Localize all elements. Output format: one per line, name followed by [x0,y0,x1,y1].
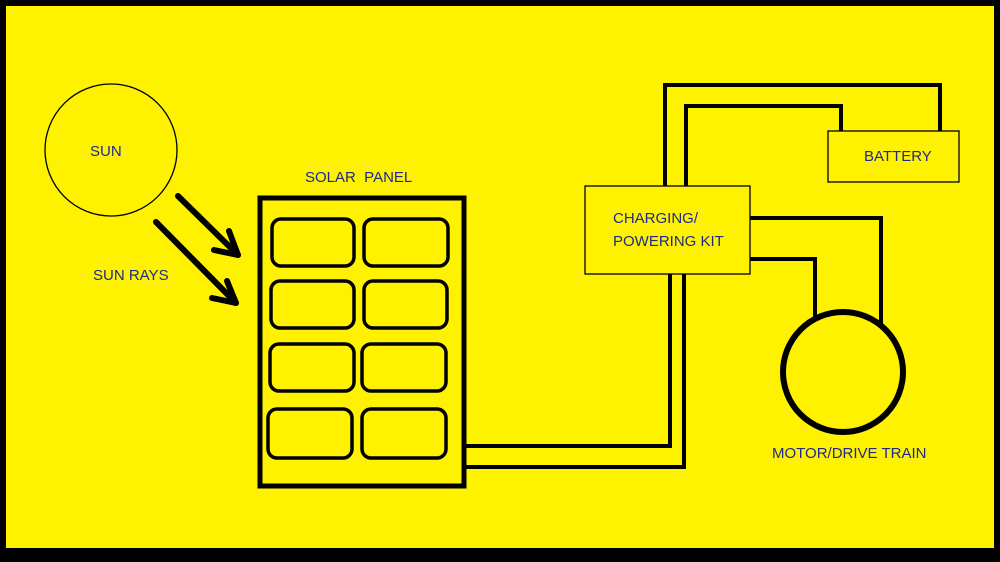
ray-arrowhead-2 [209,278,239,306]
panel-cell [269,279,356,330]
ray-arrow-1 [175,193,241,258]
ray-arrow-2 [153,219,239,306]
wire-panel-to-kit-b [464,273,686,469]
sun-label: SUN [90,143,122,160]
bottom-strip [0,551,1000,562]
charging-kit-box [584,185,751,275]
motor-icon [780,309,906,435]
panel-cell [362,217,450,268]
panel-cell [266,407,354,460]
wire-panel-to-kit-a [464,273,672,448]
battery-box [827,130,960,183]
charging-kit-label-line2: POWERING KIT [613,233,724,250]
sun-rays-arrows [153,193,241,306]
solar-panel [257,195,467,489]
wire-kit-to-motor-a [750,216,883,326]
wire-kit-to-motor-b [750,257,817,322]
battery-label: BATTERY [864,148,932,165]
sun-icon [44,83,178,217]
panel-cell [362,279,449,330]
wire-kit-to-battery-b [684,104,843,186]
solar-panel-cells [266,217,450,460]
wire-kit-to-battery-a [663,83,942,186]
panel-cell [360,342,448,393]
ray-arrowhead-1 [211,228,241,258]
panel-cell [360,407,448,460]
solar-panel-label: SOLAR PANEL [305,169,412,186]
panel-cell [268,342,356,393]
motor-label: MOTOR/DRIVE TRAIN [772,445,926,462]
wiring [464,83,942,469]
charging-kit-label-line1: CHARGING/ [613,210,699,227]
panel-cell [270,217,356,268]
sun-rays-label: SUN RAYS [93,267,169,284]
